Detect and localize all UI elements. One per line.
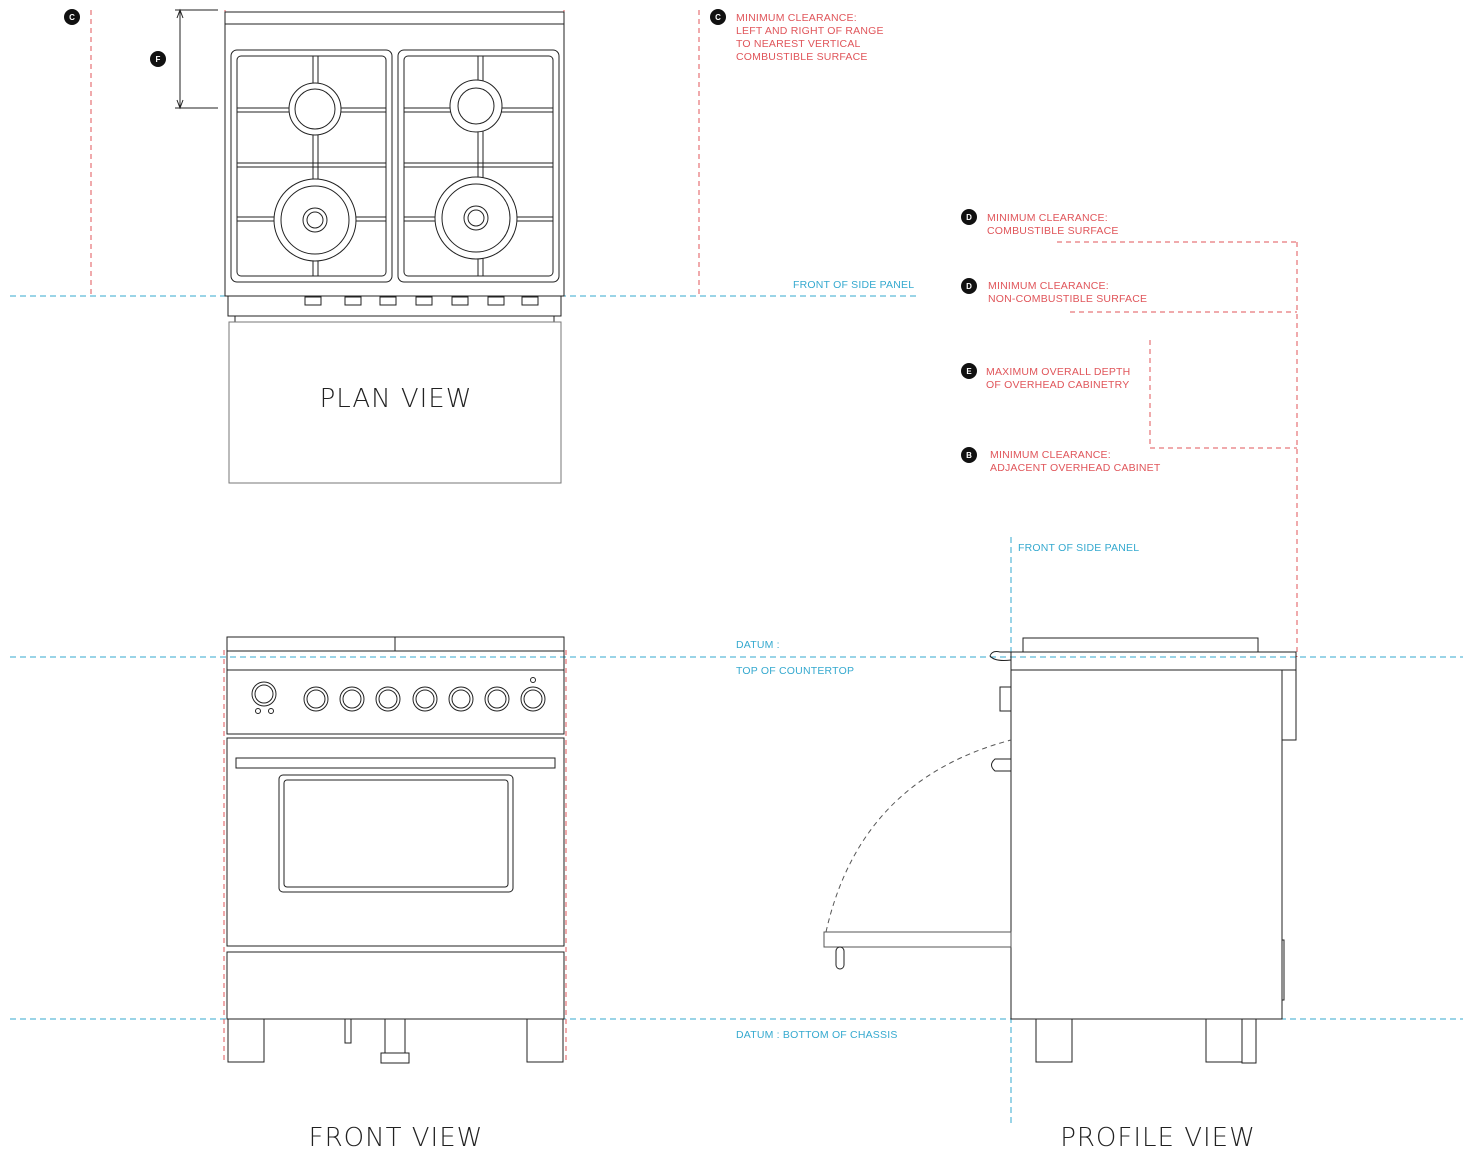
dimension-f (175, 8, 218, 110)
profile-view-title: PROFILE VIEW (1060, 1123, 1256, 1150)
svg-text:TO NEAREST VERTICAL: TO NEAREST VERTICAL (736, 38, 861, 50)
note-d-noncombustible: MINIMUM CLEARANCE: NON-COMBUSTIBLE SURFA… (988, 280, 1147, 305)
svg-text:COMBUSTIBLE SURFACE: COMBUSTIBLE SURFACE (987, 225, 1119, 237)
badge-b: B (961, 447, 977, 463)
front-knobs (251, 677, 546, 714)
front-oven-door (226, 737, 565, 947)
badge-c-note: C (710, 9, 726, 25)
front-leg-right (526, 1018, 564, 1063)
plan-burner-front-left (273, 178, 357, 262)
note-e: MAXIMUM OVERALL DEPTH OF OVERHEAD CABINE… (986, 366, 1130, 391)
plan-grate-left (230, 49, 393, 283)
label-datum-top-2: TOP OF COUNTERTOP (736, 665, 854, 677)
profile-view (823, 637, 1297, 1064)
svg-text:B: B (966, 451, 972, 460)
svg-text:OF OVERHEAD CABINETRY: OF OVERHEAD CABINETRY (986, 379, 1129, 391)
front-control-panel (226, 669, 565, 735)
svg-text:MINIMUM CLEARANCE:: MINIMUM CLEARANCE: (988, 280, 1109, 292)
label-datum-bottom: DATUM : BOTTOM OF CHASSIS (736, 1029, 898, 1041)
plan-backguard (224, 11, 565, 25)
svg-text:MINIMUM CLEARANCE:: MINIMUM CLEARANCE: (990, 449, 1111, 461)
svg-text:MINIMUM CLEARANCE:: MINIMUM CLEARANCE: (736, 12, 857, 24)
plan-burner-front-right (434, 176, 518, 260)
door-swing-arc (825, 739, 1012, 933)
note-c: MINIMUM CLEARANCE: LEFT AND RIGHT OF RAN… (736, 12, 884, 63)
datum-lines (10, 295, 1463, 1125)
clearance-lines (90, 10, 1298, 1062)
svg-text:COMBUSTIBLE SURFACE: COMBUSTIBLE SURFACE (736, 51, 868, 63)
badge-c-left: C (64, 9, 80, 25)
plan-door-open-area (228, 321, 562, 484)
front-handle (235, 757, 556, 769)
svg-text:NON-COMBUSTIBLE SURFACE: NON-COMBUSTIBLE SURFACE (988, 293, 1147, 305)
svg-text:MAXIMUM OVERALL DEPTH: MAXIMUM OVERALL DEPTH (986, 366, 1130, 378)
plan-view-title: PLAN VIEW (320, 384, 473, 414)
profile-leg-back (1205, 1018, 1243, 1063)
plan-cooktop (224, 23, 565, 297)
profile-body (1010, 669, 1283, 1020)
svg-text:F: F (156, 55, 161, 64)
svg-text:C: C (69, 13, 75, 22)
plan-knobs (304, 296, 539, 306)
label-datum-top-1: DATUM : (736, 639, 780, 651)
plan-burner-back-left (288, 82, 342, 136)
plan-burner-back-right (449, 79, 503, 133)
badge-d-noncombustible: D (961, 278, 977, 294)
svg-text:LEFT AND RIGHT OF RANGE: LEFT AND RIGHT OF RANGE (736, 25, 884, 37)
plan-control-strip (227, 295, 562, 317)
svg-text:ADJACENT OVERHEAD CABINET: ADJACENT OVERHEAD CABINET (990, 462, 1161, 474)
note-d-combustible: MINIMUM CLEARANCE: COMBUSTIBLE SURFACE (987, 212, 1119, 237)
profile-leg-front (1035, 1018, 1073, 1063)
front-leg-left (227, 1018, 265, 1063)
plan-view (224, 11, 565, 484)
badge-e: E (961, 363, 977, 379)
svg-text:C: C (715, 13, 721, 22)
plan-grate-right (397, 49, 560, 283)
label-profile-front-of-side-panel: FRONT OF SIDE PANEL (1018, 542, 1139, 554)
front-cooktop-edge (226, 650, 565, 671)
front-view-title: FRONT VIEW (309, 1123, 484, 1150)
badge-d-combustible: D (961, 209, 977, 225)
svg-text:D: D (966, 213, 972, 222)
svg-text:D: D (966, 282, 972, 291)
front-oven-window (278, 774, 514, 893)
profile-grates (1022, 637, 1259, 653)
front-view (226, 636, 565, 1064)
svg-text:E: E (966, 367, 972, 376)
front-drawer (226, 951, 565, 1020)
label-front-of-side-panel: FRONT OF SIDE PANEL (793, 279, 914, 291)
badge-f: F (150, 51, 166, 67)
profile-backguard-knob (989, 651, 1012, 661)
svg-text:MINIMUM CLEARANCE:: MINIMUM CLEARANCE: (987, 212, 1108, 224)
profile-open-door (823, 931, 1012, 948)
note-b: MINIMUM CLEARANCE: ADJACENT OVERHEAD CAB… (990, 449, 1161, 474)
profile-cooktop (1010, 651, 1297, 671)
